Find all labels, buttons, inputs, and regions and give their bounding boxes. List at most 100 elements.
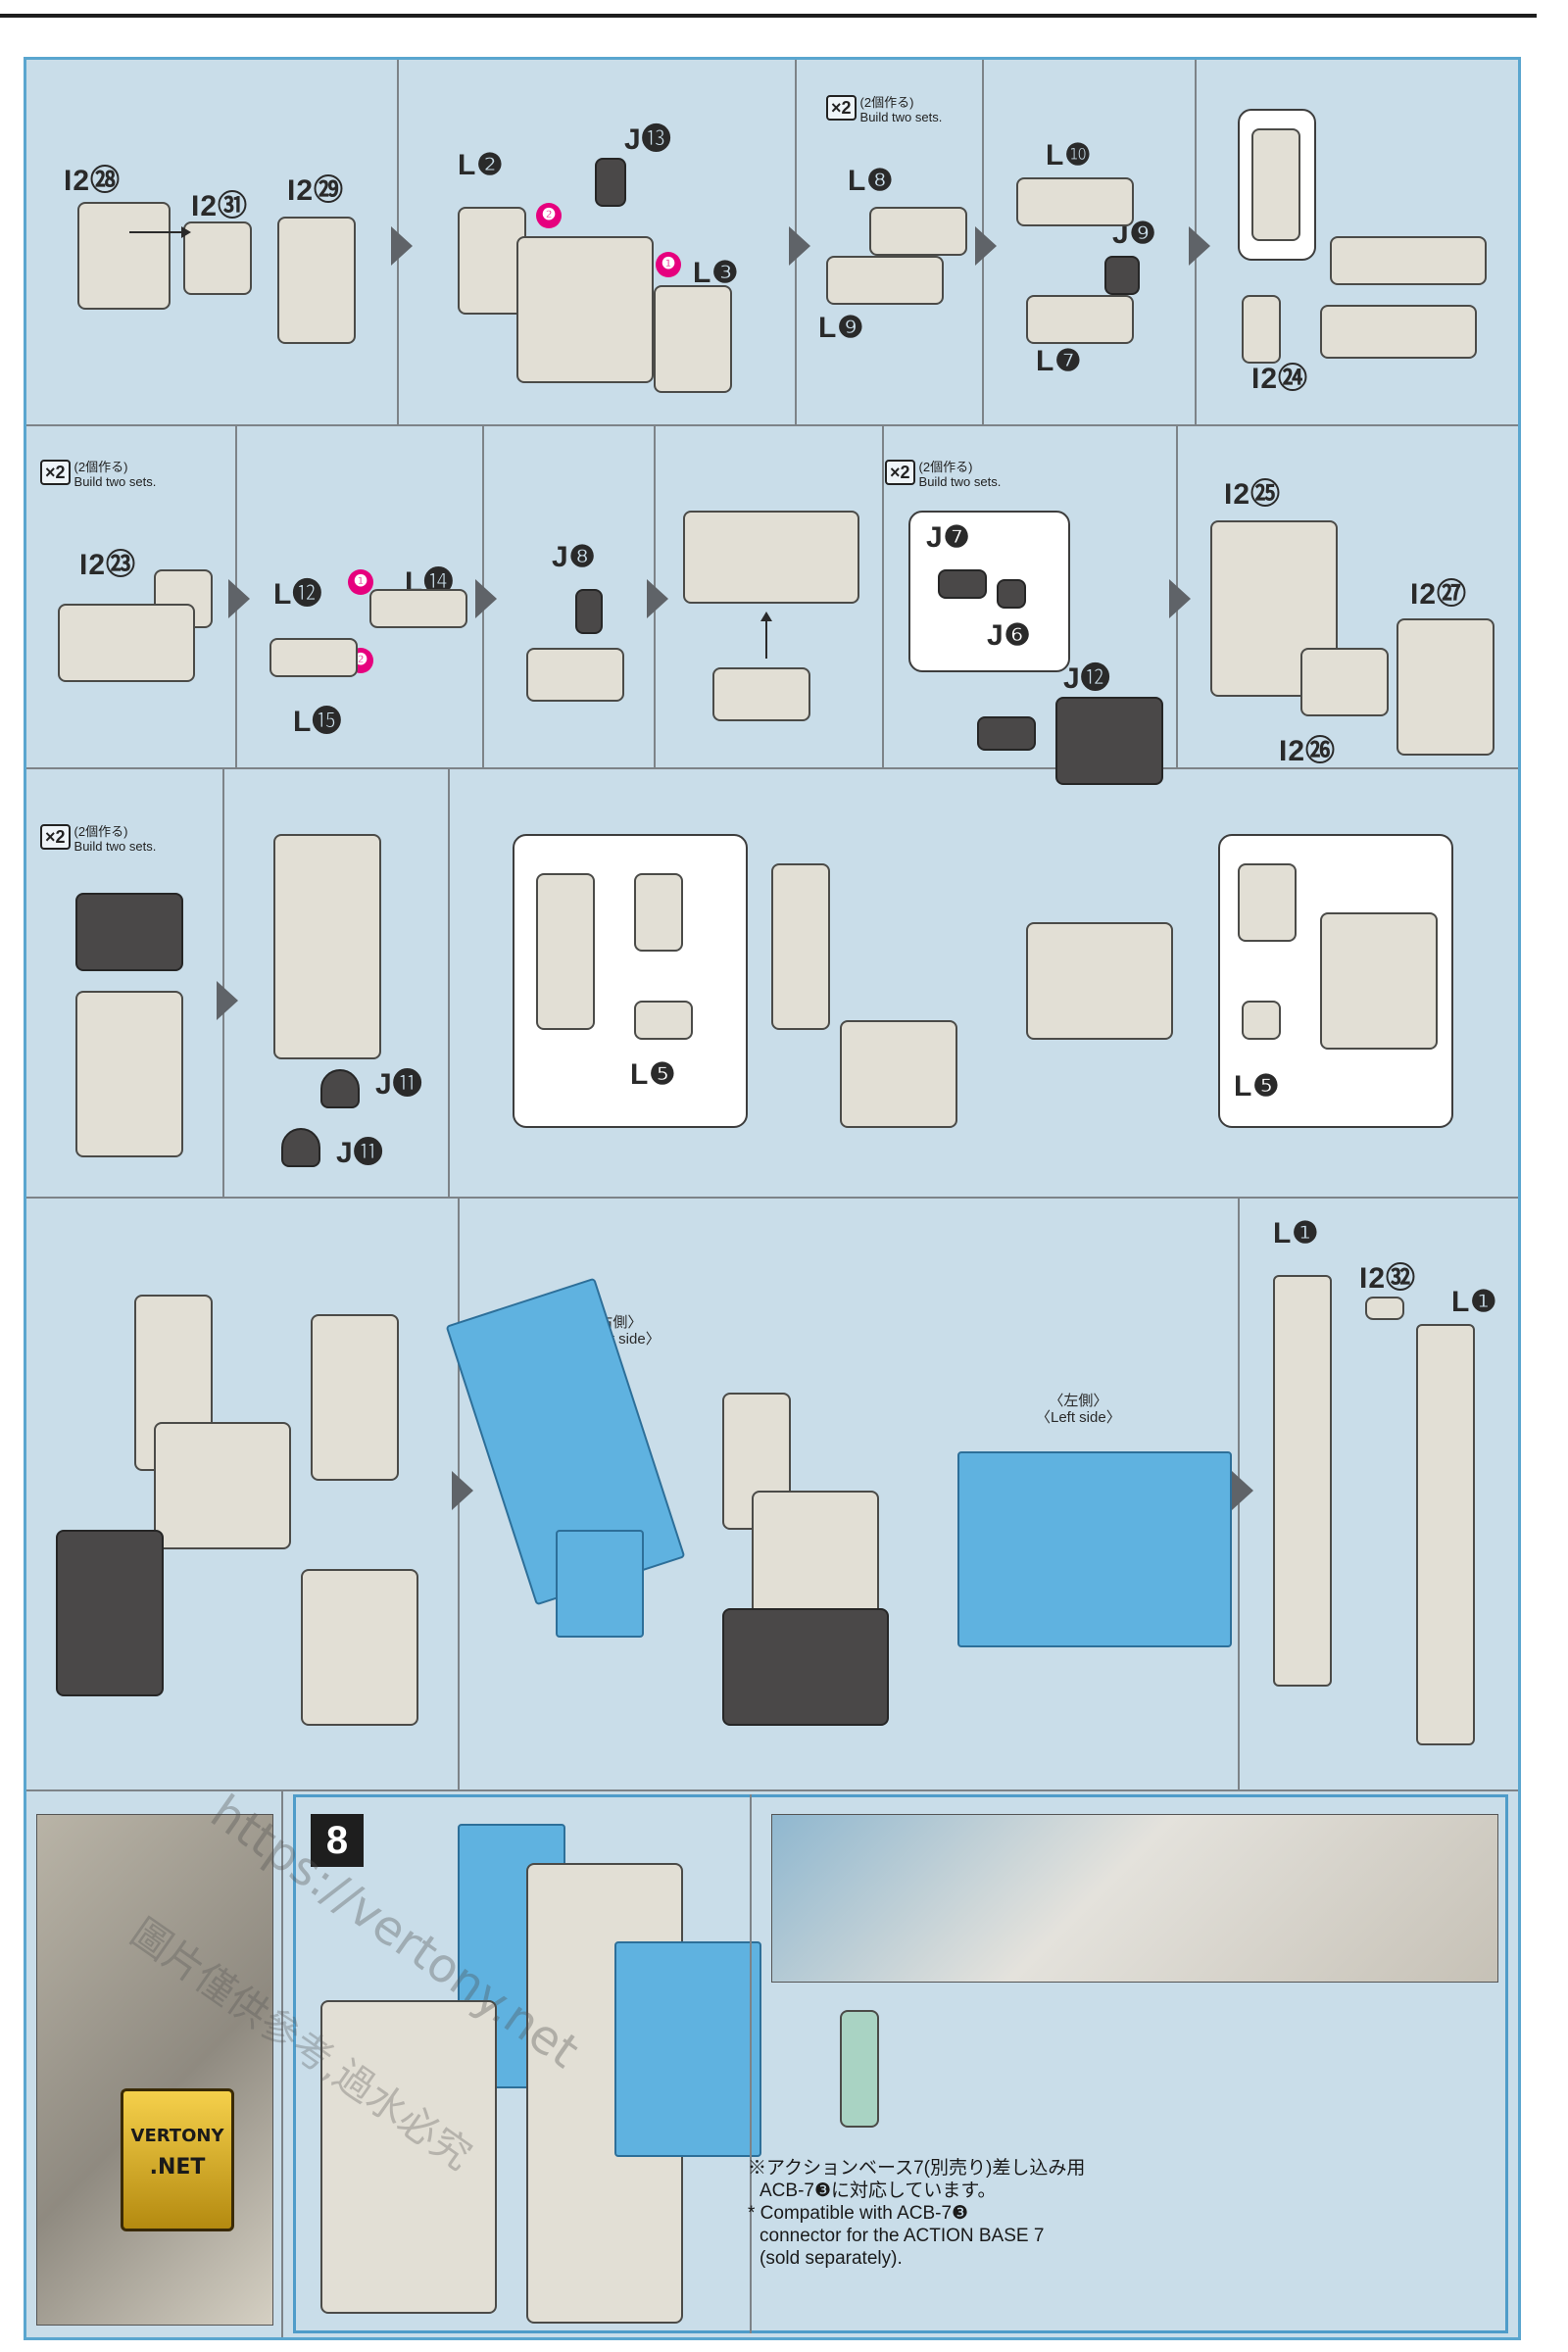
part-shape	[1238, 863, 1297, 942]
assembly-arrow	[129, 226, 191, 238]
part-shape	[154, 1422, 291, 1549]
part-shape	[683, 511, 859, 604]
part-shape	[722, 1608, 889, 1726]
part-shape	[1320, 305, 1477, 359]
order-pin: ❶	[656, 252, 681, 277]
compatibility-note: ※アクションベース7(別売り)差し込み用 ACB-7❸に対応しています。 * C…	[748, 2158, 1086, 2269]
part-label: I2㉘	[64, 165, 122, 197]
part-shape	[526, 648, 624, 702]
part-label: L❼	[1036, 345, 1083, 377]
part-label: L❽	[848, 165, 895, 197]
part-shape	[273, 834, 381, 1059]
part-label: L❺	[1234, 1070, 1281, 1102]
part-label: I2㉖	[1279, 735, 1337, 767]
part-label: I2㉕	[1224, 478, 1282, 511]
part-shape	[712, 667, 810, 721]
part-label: J⓬	[1063, 662, 1111, 695]
base-connector	[840, 2010, 879, 2128]
panel-divider	[448, 767, 450, 1197]
part-shape	[575, 589, 603, 634]
part-label: I2㉜	[1359, 1262, 1417, 1295]
panel-divider	[281, 1789, 283, 2337]
part-label: L❿	[1046, 139, 1093, 172]
step-arrow-icon	[975, 226, 997, 266]
step-arrow-icon	[1232, 1471, 1253, 1510]
part-label: I2㉛	[191, 190, 249, 222]
part-label: I2㉙	[287, 174, 345, 207]
top-rule	[0, 14, 1537, 18]
part-shape	[1055, 697, 1163, 785]
row-divider	[26, 1789, 1518, 1791]
part-shape	[771, 863, 830, 1030]
part-shape	[320, 1069, 360, 1108]
step-arrow-icon	[452, 1471, 473, 1510]
step-arrow-icon	[789, 226, 810, 266]
panel-divider	[882, 424, 884, 767]
wing-panel	[614, 1941, 761, 2157]
part-shape	[654, 285, 732, 393]
order-pin: ❶	[348, 569, 373, 595]
part-shape	[1026, 295, 1134, 344]
step-arrow-icon	[1169, 579, 1191, 618]
part-shape	[997, 579, 1026, 609]
step-arrow-icon	[1189, 226, 1210, 266]
build-two-sets-badge: ×2(2個作る)Build two sets.	[40, 824, 156, 854]
order-pin: ❷	[536, 203, 562, 228]
part-shape	[938, 569, 987, 599]
part-shape	[1104, 256, 1140, 295]
part-shape	[77, 202, 171, 310]
part-shape	[1026, 922, 1173, 1040]
row-divider	[26, 767, 1518, 769]
build-two-sets-badge: ×2(2個作る)Build two sets.	[40, 460, 156, 489]
wing-panel-left	[957, 1451, 1232, 1647]
part-label: J❼	[926, 521, 971, 554]
row-divider	[26, 1197, 1518, 1199]
part-label: J❻	[987, 619, 1032, 652]
part-shape	[536, 873, 595, 1030]
part-shape	[270, 638, 358, 677]
left-side-label: 〈左側〉〈Left side〉	[1036, 1393, 1121, 1426]
part-shape	[1300, 648, 1389, 716]
part-shape	[277, 217, 356, 344]
part-shape	[634, 873, 683, 952]
part-shape	[1320, 912, 1438, 1050]
detail-bubble	[908, 511, 1070, 672]
part-label: L❸	[693, 257, 740, 289]
part-label: J⓫	[375, 1068, 423, 1101]
part-shape	[1242, 295, 1281, 364]
part-shape	[869, 207, 967, 256]
part-label: L❶	[1451, 1286, 1498, 1318]
part-shape	[1365, 1297, 1404, 1320]
part-shape	[516, 236, 654, 383]
part-shape	[1330, 236, 1487, 285]
part-shape	[311, 1314, 399, 1481]
step-8-panel	[293, 1794, 1508, 2333]
part-label: L⓬	[273, 578, 323, 611]
part-shape	[183, 221, 252, 295]
part-shape	[826, 256, 944, 305]
part-shape	[1416, 1324, 1475, 1745]
part-shape	[595, 158, 626, 207]
step-arrow-icon	[475, 579, 497, 618]
part-shape	[977, 716, 1036, 751]
assembly-arrow	[765, 619, 767, 659]
part-label: L❶	[1273, 1217, 1320, 1250]
part-label: L❷	[458, 149, 505, 181]
part-shape	[1396, 618, 1494, 756]
step-arrow-icon	[217, 981, 238, 1020]
vertony-logo: VERTONY .NET	[121, 2088, 234, 2231]
panel-divider	[750, 1794, 752, 2333]
part-shape	[1242, 1001, 1281, 1040]
part-label: J❽	[552, 541, 597, 573]
part-label: I2㉔	[1251, 363, 1309, 395]
row-divider	[26, 424, 1518, 426]
build-two-sets-badge: ×2(2個作る)Build two sets.	[826, 95, 942, 124]
part-shape	[281, 1128, 320, 1167]
wing-panel-right	[556, 1530, 644, 1638]
build-two-sets-badge: ×2(2個作る)Build two sets.	[885, 460, 1001, 489]
part-shape	[56, 1530, 164, 1696]
part-label: J⓫	[336, 1137, 384, 1169]
part-shape	[58, 604, 195, 682]
step-arrow-icon	[228, 579, 250, 618]
part-shape	[1273, 1275, 1332, 1687]
